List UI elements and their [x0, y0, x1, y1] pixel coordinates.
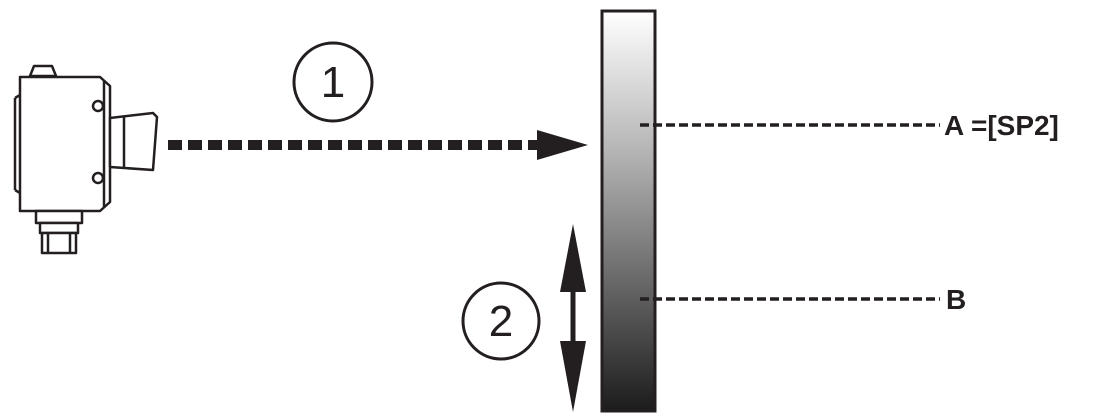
movement-arrowhead-up	[560, 224, 586, 292]
sensor-icon	[13, 64, 159, 255]
step-2-number: 2	[489, 297, 513, 346]
beam-arrowhead	[537, 130, 588, 160]
point-a-label: A =[SP2]	[944, 110, 1059, 141]
step-1-marker: 1	[292, 41, 374, 123]
double-arrow-icon	[560, 224, 586, 412]
target-strip	[600, 9, 657, 413]
movement-arrowhead-down	[560, 341, 586, 412]
step-2-marker: 2	[461, 281, 541, 361]
dashed-arrow-icon	[168, 130, 588, 160]
step-1-number: 1	[321, 58, 345, 107]
point-b-label: B	[946, 284, 966, 315]
